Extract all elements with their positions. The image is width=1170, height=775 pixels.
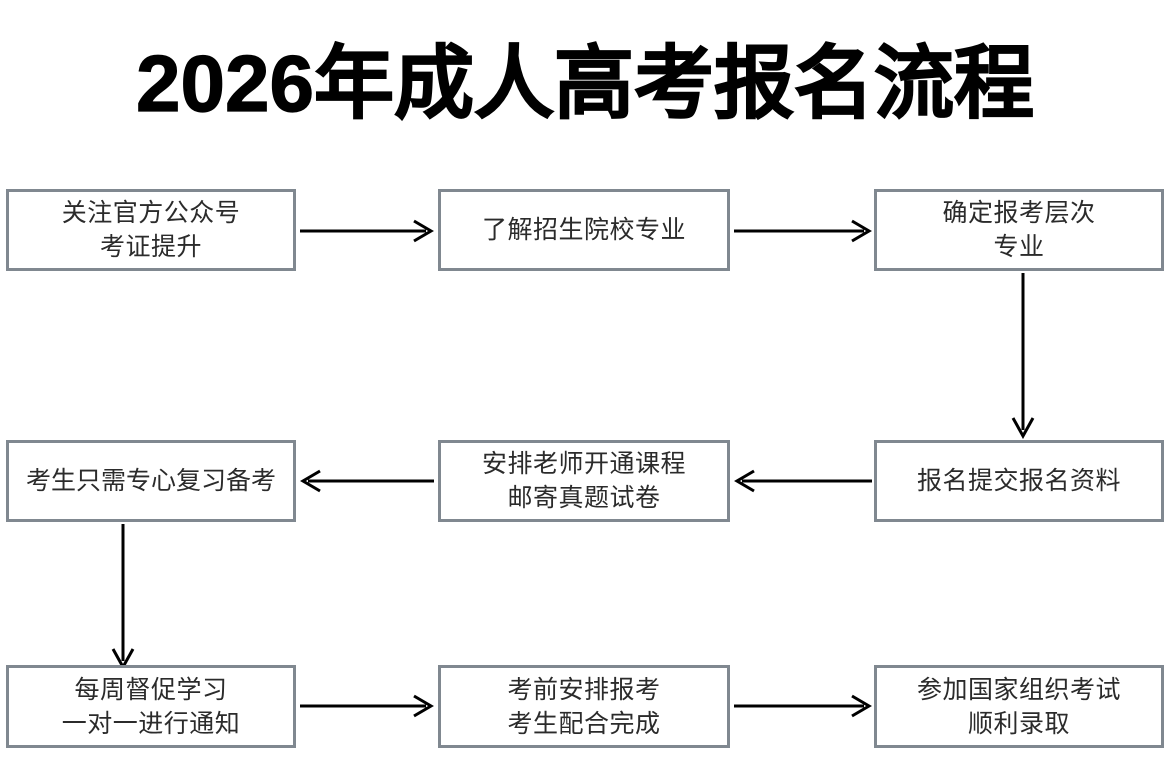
flow-node-n6-line1: 报名提交报名资料 [916, 467, 1121, 495]
page-title: 2026年成人高考报名流程 [135, 38, 1034, 128]
flow-node-n1[interactable]: 关注官方公众号 考证提升 [6, 189, 296, 271]
arrow-n3-to-n6 [1008, 273, 1038, 439]
flow-node-n9-line2: 顺利录取 [967, 709, 1070, 738]
arrow-n2-to-n3 [734, 218, 872, 244]
flow-node-n7-line1: 每周督促学习 [74, 675, 228, 704]
arrow-n4-to-n7 [108, 524, 138, 670]
flow-node-n3-line1: 确定报考层次 [942, 199, 1096, 227]
flow-node-n4-line1: 考生只需专心复习备考 [25, 467, 276, 495]
flow-node-n3[interactable]: 确定报考层次 专业 [874, 189, 1164, 271]
flow-node-n7[interactable]: 每周督促学习 一对一进行通知 [6, 665, 296, 748]
flow-node-n8[interactable]: 考前安排报考 考生配合完成 [438, 665, 730, 748]
flow-node-n9[interactable]: 参加国家组织考试 顺利录取 [874, 665, 1164, 748]
flow-node-n8-line2: 考生配合完成 [507, 709, 661, 738]
flow-node-n3-line2: 专业 [993, 233, 1045, 261]
arrow-n1-to-n2 [300, 218, 434, 244]
arrow-n7-to-n8 [300, 693, 434, 719]
flow-node-n2-line1: 了解招生院校专业 [481, 216, 686, 244]
arrow-n6-to-n5 [734, 468, 872, 494]
flow-node-n5-line2: 邮寄真题试卷 [507, 484, 661, 512]
flow-node-n7-line2: 一对一进行通知 [61, 709, 241, 738]
flow-node-n8-line1: 考前安排报考 [507, 675, 661, 704]
flow-node-n5[interactable]: 安排老师开通课程 邮寄真题试卷 [438, 440, 730, 522]
flow-node-n1-line1: 关注官方公众号 [61, 199, 241, 227]
arrow-n8-to-n9 [734, 693, 872, 719]
flow-node-n9-line1: 参加国家组织考试 [916, 675, 1121, 704]
flow-node-n5-line1: 安排老师开通课程 [481, 450, 686, 478]
flow-node-n4[interactable]: 考生只需专心复习备考 [6, 440, 296, 522]
flow-node-n6[interactable]: 报名提交报名资料 [874, 440, 1164, 522]
flow-node-n2[interactable]: 了解招生院校专业 [438, 189, 730, 271]
arrow-n5-to-n4 [300, 468, 434, 494]
flow-node-n1-line2: 考证提升 [99, 233, 202, 261]
